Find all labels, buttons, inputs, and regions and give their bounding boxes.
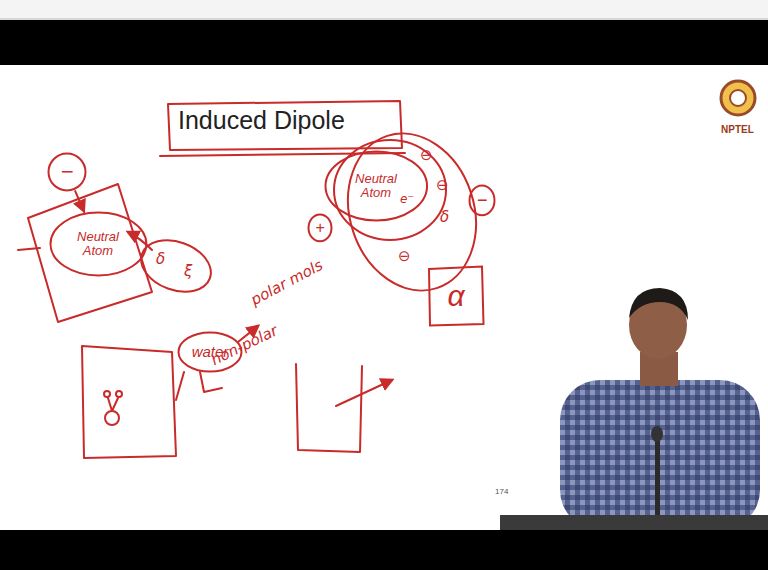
charge-mark: ⊖ [420,146,433,164]
charge-mark: ⊖ [398,247,411,265]
charge-mark: ξ [184,262,192,280]
handwritten-note: polar mols [248,256,326,309]
node-text: − [61,160,74,183]
electron-mark: e⁻ [400,192,414,206]
atom-circle: Neutral Atom [324,150,429,222]
node-text: Neutral Atom [66,230,130,257]
charge-mark: δ [156,250,165,268]
logo-text: NPTEL [721,124,754,135]
slide-title: Induced Dipole [178,106,345,135]
slide-number: 174 [495,487,508,496]
polarizability-box: α [427,265,485,327]
node-text: + [315,220,324,237]
node-text: − [477,191,488,210]
charge-mark: ⊖ [436,176,449,194]
charge-circle: − [47,152,87,192]
charge-circle: + [307,213,333,243]
node-text: α [447,280,464,312]
arrow-connector [75,190,84,212]
charge-mark: δ [440,208,449,226]
charge-circle: − [468,184,496,217]
node-text: Neutral Atom [342,172,410,199]
atom-circle: Neutral Atom [49,211,148,277]
